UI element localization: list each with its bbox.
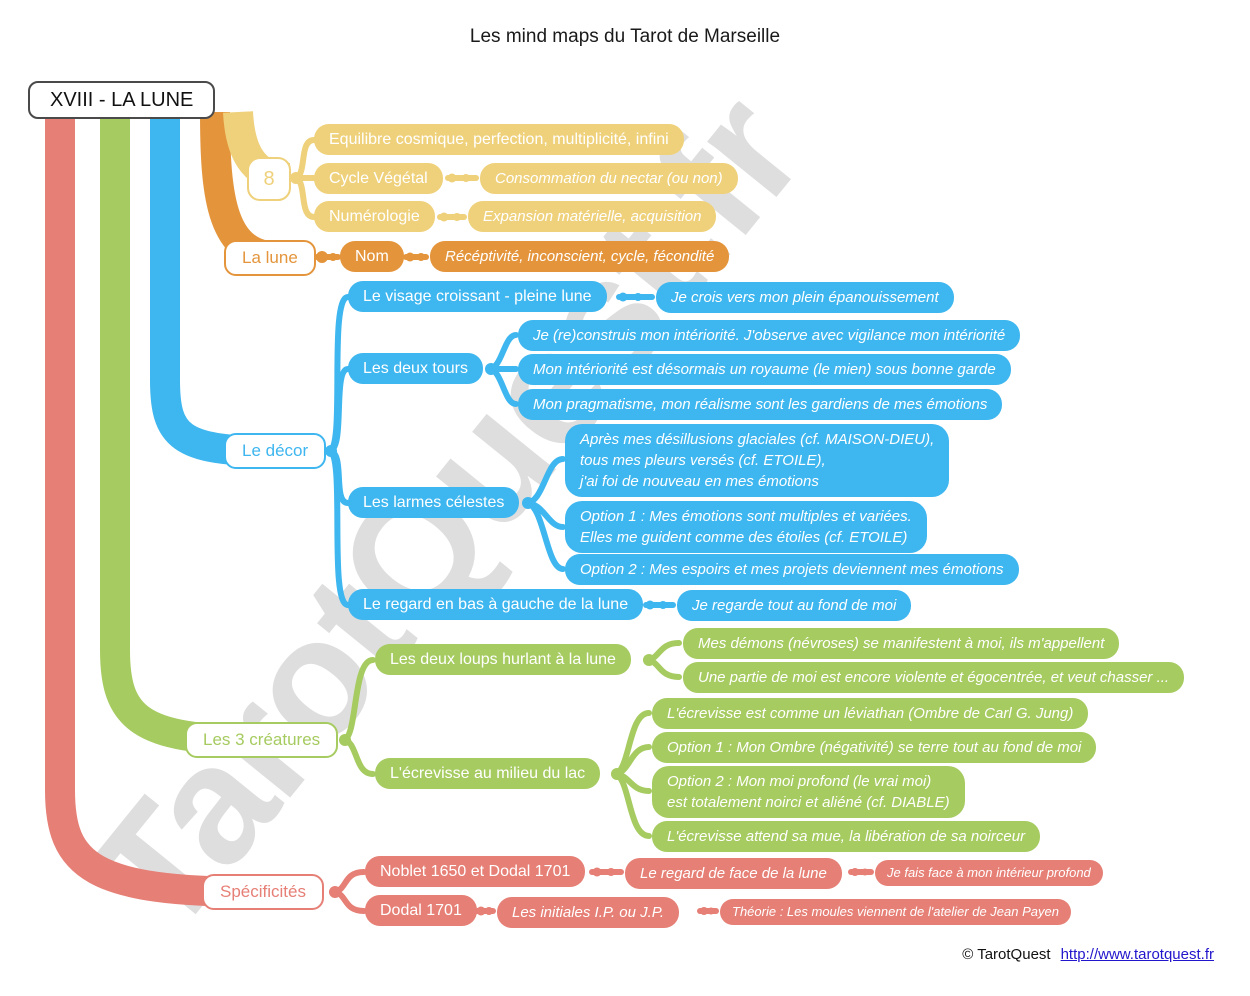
node-cycle-vegetal: Cycle Végétal [314, 163, 443, 194]
note-mes-demons: Mes démons (névroses) se manifestent à m… [683, 628, 1120, 659]
green-junction-dots [339, 654, 655, 780]
trunk-red [45, 112, 257, 907]
note-ecrevisse-mue: L'écrevisse attend sa mue, la libération… [652, 821, 1041, 852]
copyright-text: © TarotQuest [962, 946, 1051, 963]
node-visage-croissant: Le visage croissant - pleine lune [348, 281, 607, 312]
branch-node-8: 8 [247, 157, 291, 201]
note-consommation-nectar: Consommation du nectar (ou non) [480, 163, 738, 194]
note-apres-desillusions: Après mes désillusions glaciales (cf. MA… [565, 424, 950, 497]
blue-junction-dots [325, 292, 667, 610]
note-initiales: Les initiales I.P. ou J.P. [497, 897, 680, 928]
note-je-regarde: Je regarde tout au fond de moi [677, 590, 912, 621]
note-je-crois: Je crois vers mon plein épanouissement [656, 282, 954, 313]
node-deux-tours: Les deux tours [348, 353, 483, 384]
red-junction-dots [329, 867, 869, 916]
note-option1-ombre: Option 1 : Mon Ombre (négativité) se ter… [652, 732, 1097, 763]
node-numerologie: Numérologie [314, 201, 435, 232]
node-noblet-dodal: Noblet 1650 et Dodal 1701 [365, 856, 586, 887]
node-ecrevisse: L'écrevisse au milieu du lac [375, 758, 601, 789]
note-je-reconstruis: Je (re)construis mon intériorité. J'obse… [518, 320, 1021, 351]
note-receptivite: Récéptivité, inconscient, cycle, fécondi… [430, 241, 730, 272]
note-expansion-materielle: Expansion matérielle, acquisition [468, 201, 717, 232]
note-leviathan: L'écrevisse est comme un léviathan (Ombr… [652, 698, 1089, 729]
orange-junction-dots [316, 251, 425, 263]
branch-node-specificites: Spécificités [202, 874, 324, 910]
node-nom: Nom [340, 241, 404, 272]
note-option1-emotions: Option 1 : Mes émotions sont multiples e… [565, 501, 927, 553]
note-regard-de-face: Le regard de face de la lune [625, 858, 842, 889]
node-equilibre-cosmique: Equilibre cosmique, perfection, multipli… [314, 124, 684, 155]
node-deux-loups: Les deux loups hurlant à la lune [375, 644, 631, 675]
note-pragmatisme: Mon pragmatisme, mon réalisme sont les g… [518, 389, 1003, 420]
branch-node-la-lune: La lune [224, 240, 316, 276]
footer: © TarotQuest http://www.tarotquest.fr [962, 946, 1214, 963]
note-interiorite-royaume: Mon intériorité est désormais un royaume… [518, 354, 1011, 385]
node-regard-en-bas: Le regard en bas à gauche de la lune [348, 589, 644, 620]
branch-node-le-decor: Le décor [224, 433, 327, 469]
root-node: XVIII - LA LUNE [28, 81, 216, 119]
blue-connectors [326, 294, 676, 608]
branch-node-3-creatures: Les 3 créatures [185, 722, 339, 758]
note-je-fais-face: Je fais face à mon intérieur profond [875, 860, 1103, 886]
branch-ribbons [45, 110, 291, 907]
node-larmes-celestes: Les larmes célestes [348, 487, 520, 518]
note-theorie-moules: Théorie : Les moules viennent de l'ateli… [720, 899, 1071, 925]
node-dodal-1701: Dodal 1701 [365, 895, 477, 926]
note-option2-moi-profond: Option 2 : Mon moi profond (le vrai moi)… [652, 766, 965, 818]
yellow-junction-dots [290, 172, 470, 222]
note-option2-espoirs: Option 2 : Mes espoirs et mes projets de… [565, 554, 1019, 585]
page-title: Les mind maps du Tarot de Marseille [469, 26, 781, 47]
tarotquest-link[interactable]: http://www.tarotquest.fr [1060, 946, 1214, 963]
note-une-partie-de-moi: Une partie de moi est encore violente et… [683, 662, 1185, 693]
